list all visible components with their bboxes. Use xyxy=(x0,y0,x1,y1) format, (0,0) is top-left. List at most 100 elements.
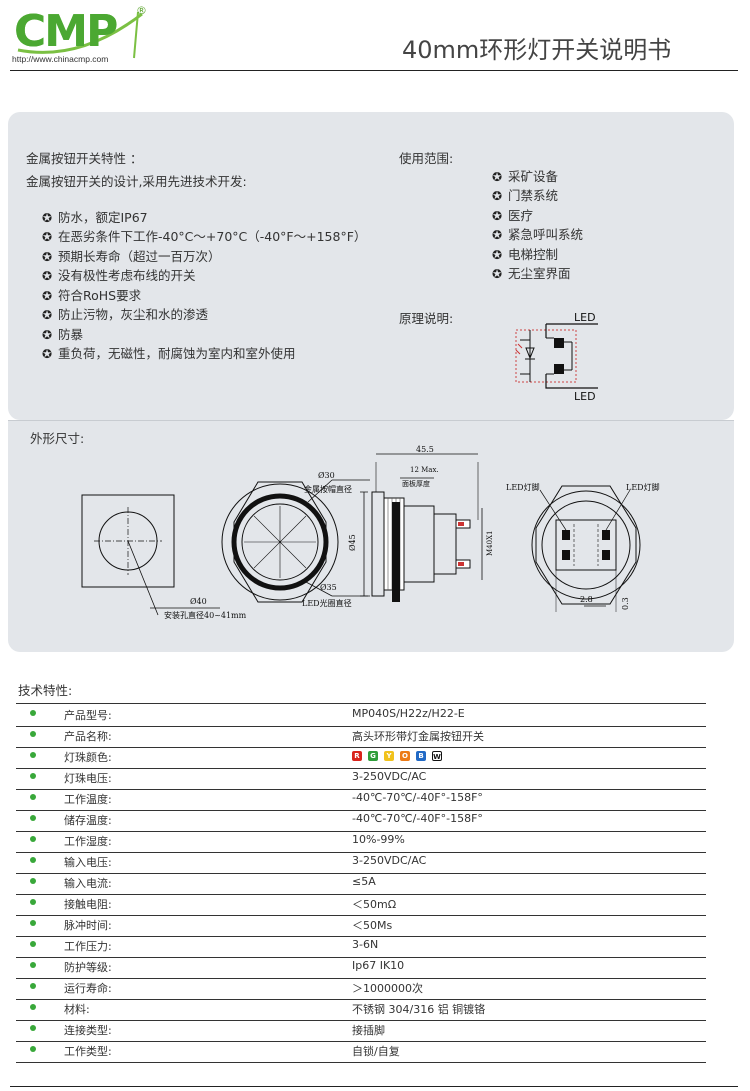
list-item: ✪重负荷，无磁性，耐腐蚀为室内和室外使用 xyxy=(41,346,296,362)
bullet-dot-icon xyxy=(30,731,36,737)
spec-key: 输入电流: xyxy=(64,877,112,890)
page-title: 40mm环形灯开关说明书 xyxy=(402,36,672,64)
dimensions-heading: 外形尺寸: xyxy=(30,431,85,446)
bullet-dot-icon xyxy=(30,1025,36,1031)
spec-key: 储存温度: xyxy=(64,814,112,827)
mount-hole-label: 安装孔直径40~41mm xyxy=(164,610,247,620)
led-bottom-label: LED xyxy=(574,390,596,403)
registered-mark: ® xyxy=(136,4,147,17)
dimensions-panel xyxy=(8,420,734,652)
panel-thk-label: 面板厚度 xyxy=(402,479,430,488)
gear-icon: ✪ xyxy=(41,288,53,303)
side-view: Ø45 45.5 12 Max. 面板厚度 M40X1 xyxy=(348,445,494,602)
table-row: 储存温度: -40℃-70℃/-40F°-158F° xyxy=(16,811,706,832)
list-item: ✪紧急呼叫系统 xyxy=(491,227,584,243)
gear-icon: ✪ xyxy=(41,230,53,245)
bullet-dot-icon xyxy=(30,920,36,926)
gear-icon: ✪ xyxy=(491,267,503,282)
spec-value: ＜50Ms xyxy=(352,919,393,932)
bullet-dot-icon xyxy=(30,836,36,842)
spec-value: MP040S/H22z/H22-E xyxy=(352,707,465,720)
ring-dia-label: LED光圈直径 xyxy=(302,598,352,608)
list-item: ✪门禁系统 xyxy=(491,188,559,204)
specs-heading: 技术特性: xyxy=(18,683,73,698)
bullet-dot-icon xyxy=(30,1046,36,1052)
d30-label: Ø30 xyxy=(318,471,335,480)
spec-key: 输入电压: xyxy=(64,856,112,869)
gear-icon: ✪ xyxy=(41,249,53,264)
logo-swoosh xyxy=(17,11,143,59)
spec-key: 接触电阻: xyxy=(64,898,112,911)
table-row: 输入电流:≤5A xyxy=(16,874,706,895)
list-item: ✪防水，额定IP67 xyxy=(41,209,148,225)
footer-rule xyxy=(10,1086,738,1087)
list-item: ✪防暴 xyxy=(41,326,84,342)
gear-icon: ✪ xyxy=(41,269,53,284)
gear-icon: ✪ xyxy=(41,308,53,323)
bullet-dot-icon xyxy=(30,1004,36,1010)
d45-label: Ø45 xyxy=(348,534,357,551)
spec-key: 工作压力: xyxy=(64,940,112,953)
spec-key: 灯珠颜色: xyxy=(64,751,112,764)
led-top-label: LED xyxy=(574,311,596,324)
spec-key: 工作湿度: xyxy=(64,835,112,848)
d40-label: Ø40 xyxy=(190,597,207,606)
led-pin-right-label: LED灯脚 xyxy=(626,482,660,492)
table-row: 工作类型:自锁/自复 xyxy=(16,1042,706,1063)
panel-divider xyxy=(8,420,734,421)
spec-key: 连接类型: xyxy=(64,1024,112,1037)
table-row: 连接类型: 接插脚 xyxy=(16,1021,706,1042)
spec-value: -40℃-70℃/-40F°-158F° xyxy=(352,791,483,804)
gear-icon: ✪ xyxy=(41,347,53,362)
led-circuit-diagram: LED LED xyxy=(515,311,598,403)
bullet-dot-icon xyxy=(30,983,36,989)
max12-label: 12 Max. xyxy=(410,466,439,474)
spec-key: 材料: xyxy=(64,1003,90,1016)
spec-value: 自锁/自复 xyxy=(352,1045,400,1058)
table-row: 运行寿命: ＞1000000次 xyxy=(16,979,706,1000)
spec-value: -40℃-70℃/-40F°-158F° xyxy=(352,812,483,825)
features-list: ✪防水，额定IP67 ✪在恶劣条件下工作-40°C～+70°C（-40°F～+1… xyxy=(40,208,366,364)
dim03-label: 0.3 xyxy=(621,597,630,610)
list-item: ✪没有极性考虑布线的开关 xyxy=(41,268,196,284)
spec-value: 接插脚 xyxy=(352,1024,385,1037)
spec-value: 3-250VDC/AC xyxy=(352,854,427,867)
features-panel xyxy=(8,112,734,420)
dim28-label: 2.8 xyxy=(580,595,593,604)
cap-dia-label: 金属按帽直径 xyxy=(304,484,352,494)
list-item: ✪在恶劣条件下工作-40°C～+70°C（-40°F～+158°F） xyxy=(41,229,367,245)
table-row: 产品型号:MP040S/H22z/H22-E xyxy=(16,706,706,727)
front-view: Ø30 金属按帽直径 Ø35 LED光圈直径 xyxy=(221,471,370,608)
spec-value: 不锈钢 304/316 铝 铜镀铬 xyxy=(352,1003,486,1016)
logo-url: http://www.chinacmp.com xyxy=(12,54,109,64)
logo: CMP ® http://www.chinacmp.com xyxy=(10,4,150,68)
list-item: ✪防止污物，灰尘和水的渗透 xyxy=(41,307,209,323)
spec-key: 运行寿命: xyxy=(64,982,112,995)
d35-label: Ø35 xyxy=(320,583,337,592)
bullet-dot-icon xyxy=(30,773,36,779)
usage-heading: 使用范围: xyxy=(399,151,454,166)
bullet-dot-icon xyxy=(30,878,36,884)
list-item: ✪符合RoHS要求 xyxy=(41,287,142,303)
table-row: 工作压力:3-6N xyxy=(16,937,706,958)
bullet-dot-icon xyxy=(30,794,36,800)
color-swatch: Y xyxy=(384,751,394,761)
features-intro: 金属按钮开关的设计,采用先进技术开发: xyxy=(26,174,247,189)
logo-text: CMP xyxy=(14,6,118,57)
len-label: 45.5 xyxy=(416,445,434,454)
gear-icon: ✪ xyxy=(41,210,53,225)
spec-value: 3-250VDC/AC xyxy=(352,770,427,783)
bullet-dot-icon xyxy=(30,815,36,821)
table-row: 材料: 不锈钢 304/316 铝 铜镀铬 xyxy=(16,1000,706,1021)
list-item: ✪医疗 xyxy=(491,207,534,223)
spec-value: ＞1000000次 xyxy=(352,982,423,995)
color-swatch: W xyxy=(432,751,442,761)
header-rule xyxy=(10,70,738,71)
bullet-dot-icon xyxy=(30,857,36,863)
spec-value: ＜50mΩ xyxy=(352,898,397,911)
table-row: 接触电阻: ＜50mΩ xyxy=(16,895,706,916)
thread-label: M40X1 xyxy=(486,530,494,556)
spec-key: 产品名称: xyxy=(64,730,112,743)
